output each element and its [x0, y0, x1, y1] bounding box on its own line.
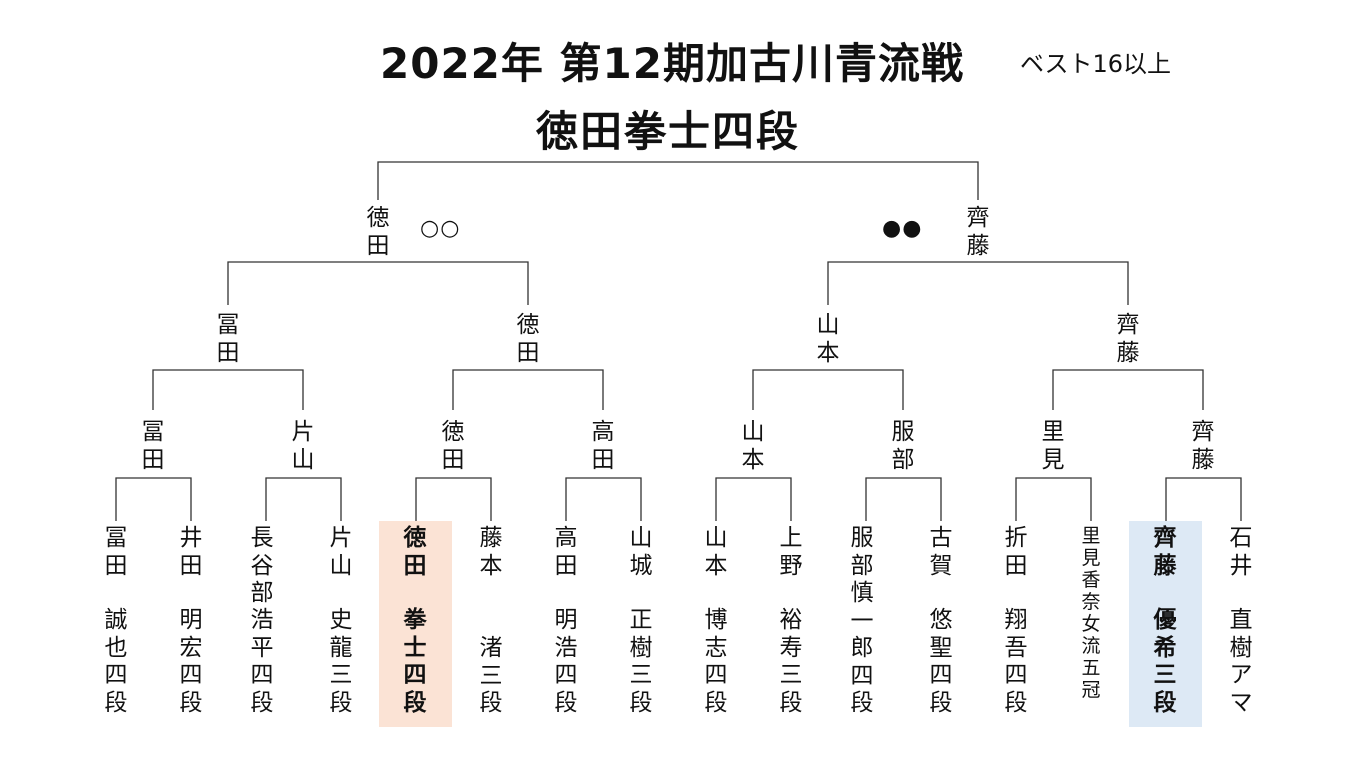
player-surname: 石井 [1229, 525, 1253, 579]
player-entry: 上野 裕寿三段 [755, 521, 827, 727]
player-surname: 長谷部 [250, 525, 274, 606]
player-given-rank: 拳士四段 [403, 607, 427, 716]
bracket-line-final [377, 161, 979, 200]
semifinal-winner-4: 齊藤 [1113, 311, 1143, 367]
quarterfinal-winner-1: 冨田 [138, 418, 168, 474]
bracket-line-r16-8 [1165, 477, 1242, 521]
player-given-rank: 渚三段 [479, 635, 503, 716]
player-surname: 徳田 [403, 525, 427, 579]
player-given-rank: 慎一郎四段 [850, 580, 874, 716]
bracket-line-r16-2 [265, 477, 342, 521]
player-entry: 藤本 渚三段 [455, 521, 527, 727]
player-surname: 藤本 [479, 525, 503, 579]
player-given-rank: 優希三段 [1153, 607, 1177, 716]
final-right-name: 齊藤 [963, 204, 993, 260]
player-entry: 里見 香奈女流五冠 [1055, 521, 1127, 727]
player-surname: 里見 [1081, 525, 1101, 569]
bracket-line-qf-3 [752, 369, 904, 410]
player-given-rank: 浩平四段 [250, 607, 274, 716]
quarterfinal-winner-2: 片山 [288, 418, 318, 474]
player-entry: 長谷部 浩平四段 [230, 521, 302, 727]
player-entry: 井田 明宏四段 [155, 521, 227, 727]
player-entry-champion: 徳田 拳士四段 [379, 521, 452, 727]
bracket-line-r16-1 [115, 477, 192, 521]
player-surname: 片山 [329, 525, 353, 579]
player-entry: 山本 博志四段 [680, 521, 752, 727]
player-surname: 齊藤 [1153, 525, 1177, 579]
page-title: 2022年 第12期加古川青流戦 [380, 39, 964, 88]
player-given-rank: 直樹アマ [1229, 607, 1253, 716]
champion-heading: 徳田拳士四段 [536, 107, 801, 156]
quarterfinal-winner-7: 里見 [1038, 418, 1068, 474]
player-given-rank: 誠也四段 [104, 607, 128, 716]
bracket-line-r16-4 [565, 477, 642, 521]
player-given-rank: 正樹三段 [629, 607, 653, 716]
player-surname: 上野 [779, 525, 803, 579]
player-entry: 石井 直樹アマ [1205, 521, 1277, 727]
player-entry: 片山 史龍三段 [305, 521, 377, 727]
semifinal-winner-2: 徳田 [513, 311, 543, 367]
quarterfinal-winner-3: 徳田 [438, 418, 468, 474]
player-entry: 服部 慎一郎四段 [830, 521, 902, 727]
quarterfinal-winner-6: 服部 [888, 418, 918, 474]
player-surname: 折田 [1004, 525, 1028, 579]
player-surname: 古賀 [929, 525, 953, 579]
bracket-line-sf-right [827, 261, 1129, 305]
final-left-name: 徳田 [363, 204, 393, 260]
player-surname: 服部 [850, 525, 874, 579]
player-given-rank: 史龍三段 [329, 607, 353, 716]
bracket-line-r16-6 [865, 477, 942, 521]
bracket-line-r16-3 [415, 477, 492, 521]
player-surname: 山本 [704, 525, 728, 579]
round-note: ベスト16以上 [1020, 50, 1172, 78]
bracket-line-qf-2 [452, 369, 604, 410]
player-given-rank: 裕寿三段 [779, 607, 803, 716]
bracket-line-r16-7 [1015, 477, 1092, 521]
quarterfinal-winner-4: 高田 [588, 418, 618, 474]
player-given-rank: 香奈女流五冠 [1081, 569, 1101, 701]
player-entry-runner-up: 齊藤 優希三段 [1129, 521, 1202, 727]
bracket-line-qf-4 [1052, 369, 1204, 410]
semifinal-winner-1: 冨田 [213, 311, 243, 367]
player-given-rank: 明宏四段 [179, 607, 203, 716]
final-left-marks: ○○ [420, 216, 461, 241]
quarterfinal-winner-8: 齊藤 [1188, 418, 1218, 474]
player-entry: 冨田 誠也四段 [80, 521, 152, 727]
player-entry: 高田 明浩四段 [530, 521, 602, 727]
bracket-line-r16-5 [715, 477, 792, 521]
semifinal-winner-3: 山本 [813, 311, 843, 367]
player-given-rank: 悠聖四段 [929, 607, 953, 716]
player-entry: 古賀 悠聖四段 [905, 521, 977, 727]
bracket-line-sf-left [227, 261, 529, 305]
player-surname: 高田 [554, 525, 578, 579]
player-surname: 山城 [629, 525, 653, 579]
player-entry: 折田 翔吾四段 [980, 521, 1052, 727]
player-given-rank: 翔吾四段 [1004, 607, 1028, 716]
player-given-rank: 明浩四段 [554, 607, 578, 716]
final-right-marks: ●● [882, 216, 923, 241]
player-surname: 冨田 [104, 525, 128, 579]
bracket-line-qf-1 [152, 369, 304, 410]
player-entry: 山城 正樹三段 [605, 521, 677, 727]
player-surname: 井田 [179, 525, 203, 579]
quarterfinal-winner-5: 山本 [738, 418, 768, 474]
player-given-rank: 博志四段 [704, 607, 728, 716]
